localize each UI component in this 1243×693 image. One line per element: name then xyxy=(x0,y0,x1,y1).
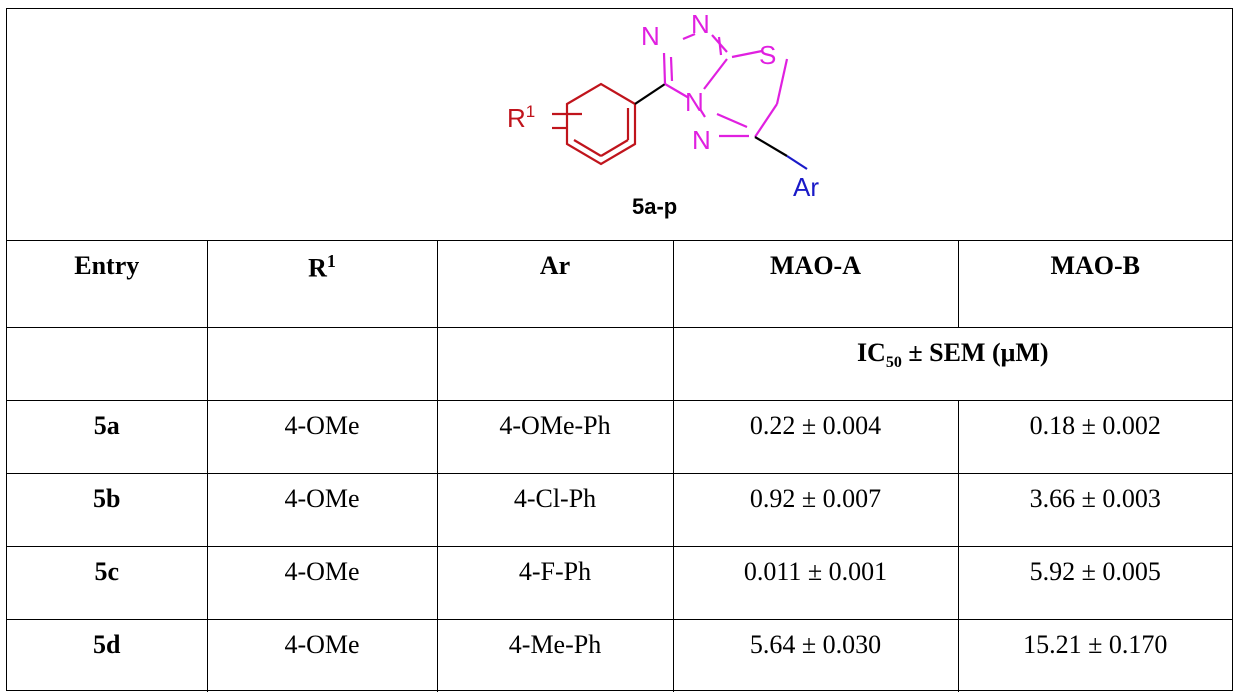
cell-ar: 4-Me-Ph xyxy=(436,618,674,692)
cell-r1: 4-OMe xyxy=(206,545,438,620)
atom-n2: N xyxy=(691,9,710,39)
triazolothiadiazine-core xyxy=(662,32,789,138)
bond-phenyl-triazole xyxy=(634,83,666,105)
atom-s: S xyxy=(759,40,776,70)
table-header-row: Entry R1 Ar MAO-A MAO-B xyxy=(7,241,1232,328)
substituent-r1: R1 xyxy=(507,102,535,133)
header-mao-b: MAO-B xyxy=(957,241,1232,328)
units-empty-2 xyxy=(206,326,438,401)
document-frame: N N S N N R1 Ar 5a-p Entry R1 Ar MAO-A M… xyxy=(6,8,1233,692)
atom-n4: N xyxy=(692,125,711,155)
atom-n3: N xyxy=(685,87,704,117)
mao-inhibition-table: Entry R1 Ar MAO-A MAO-B IC50 ± SEM (μM) … xyxy=(7,241,1232,692)
cell-ar: 4-Cl-Ph xyxy=(436,472,674,547)
units-ic50: IC50 ± SEM (μM) xyxy=(672,326,1232,401)
header-r1: R1 xyxy=(206,241,438,328)
cell-mao-b: 3.66 ± 0.003 xyxy=(957,472,1232,547)
header-mao-a: MAO-A xyxy=(672,241,959,328)
table-row: 5d 4-OMe 4-Me-Ph 5.64 ± 0.030 15.21 ± 0.… xyxy=(7,618,1232,692)
cell-entry: 5a xyxy=(7,399,208,474)
chemical-structure-drawing: N N S N N R1 Ar 5a-p xyxy=(507,9,819,219)
cell-mao-a: 5.64 ± 0.030 xyxy=(672,618,959,692)
compound-label: 5a-p xyxy=(632,194,677,219)
substituent-ar: Ar xyxy=(793,172,819,202)
table-row: 5c 4-OMe 4-F-Ph 0.011 ± 0.001 5.92 ± 0.0… xyxy=(7,545,1232,620)
cell-mao-b: 0.18 ± 0.002 xyxy=(957,399,1232,474)
cell-ar: 4-OMe-Ph xyxy=(436,399,674,474)
header-entry: Entry xyxy=(7,241,208,328)
units-empty-3 xyxy=(436,326,674,401)
table-row: 5b 4-OMe 4-Cl-Ph 0.92 ± 0.007 3.66 ± 0.0… xyxy=(7,472,1232,547)
cell-entry: 5d xyxy=(7,618,208,692)
phenyl-ring xyxy=(552,82,637,166)
units-empty-1 xyxy=(7,326,208,401)
chemical-structure-panel: N N S N N R1 Ar 5a-p xyxy=(7,9,1232,241)
cell-r1: 4-OMe xyxy=(206,399,438,474)
cell-mao-a: 0.92 ± 0.007 xyxy=(672,472,959,547)
cell-r1: 4-OMe xyxy=(206,472,438,547)
cell-ar: 4-F-Ph xyxy=(436,545,674,620)
bond-ar-stub xyxy=(786,155,808,170)
cell-mao-a: 0.22 ± 0.004 xyxy=(672,399,959,474)
cell-mao-a: 0.011 ± 0.001 xyxy=(672,545,959,620)
header-ar: Ar xyxy=(436,241,674,328)
cell-entry: 5b xyxy=(7,472,208,547)
atom-n1: N xyxy=(641,21,660,51)
cell-entry: 5c xyxy=(7,545,208,620)
cell-r1: 4-OMe xyxy=(206,618,438,692)
cell-mao-b: 15.21 ± 0.170 xyxy=(957,618,1232,692)
bond-c-ar xyxy=(754,136,788,157)
table-row: 5a 4-OMe 4-OMe-Ph 0.22 ± 0.004 0.18 ± 0.… xyxy=(7,399,1232,474)
table-units-row: IC50 ± SEM (μM) xyxy=(7,326,1232,401)
cell-mao-b: 5.92 ± 0.005 xyxy=(957,545,1232,620)
